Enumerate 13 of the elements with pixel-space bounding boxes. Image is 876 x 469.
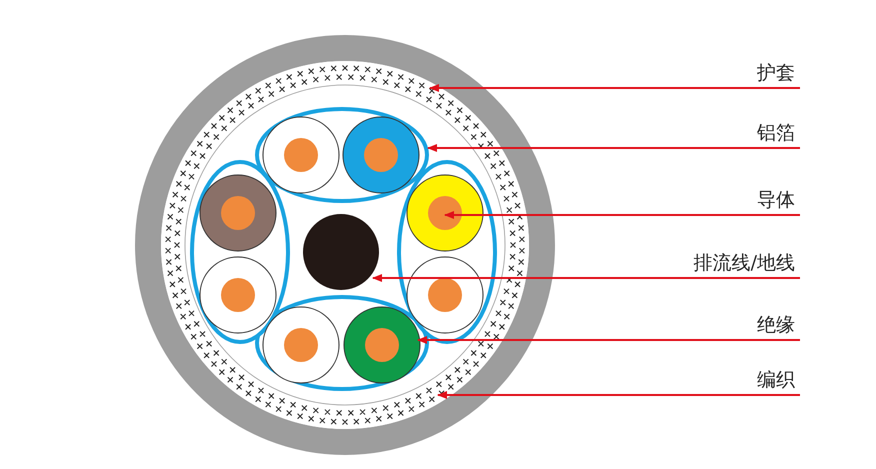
- leader-line: [417, 336, 800, 344]
- leader-line: [427, 144, 800, 152]
- part-label: 导体: [757, 189, 795, 211]
- leader-line: [372, 274, 800, 282]
- part-label: 排流线/地线: [694, 252, 795, 274]
- sheath-ring: [135, 35, 555, 455]
- leader-line: [429, 84, 800, 92]
- leader-line: [444, 211, 800, 219]
- part-label: 护套: [757, 62, 795, 84]
- part-label: 编织: [757, 369, 795, 391]
- part-label: 绝缘: [757, 314, 795, 336]
- leader-line: [437, 391, 800, 399]
- part-label: 铝箔: [757, 122, 795, 144]
